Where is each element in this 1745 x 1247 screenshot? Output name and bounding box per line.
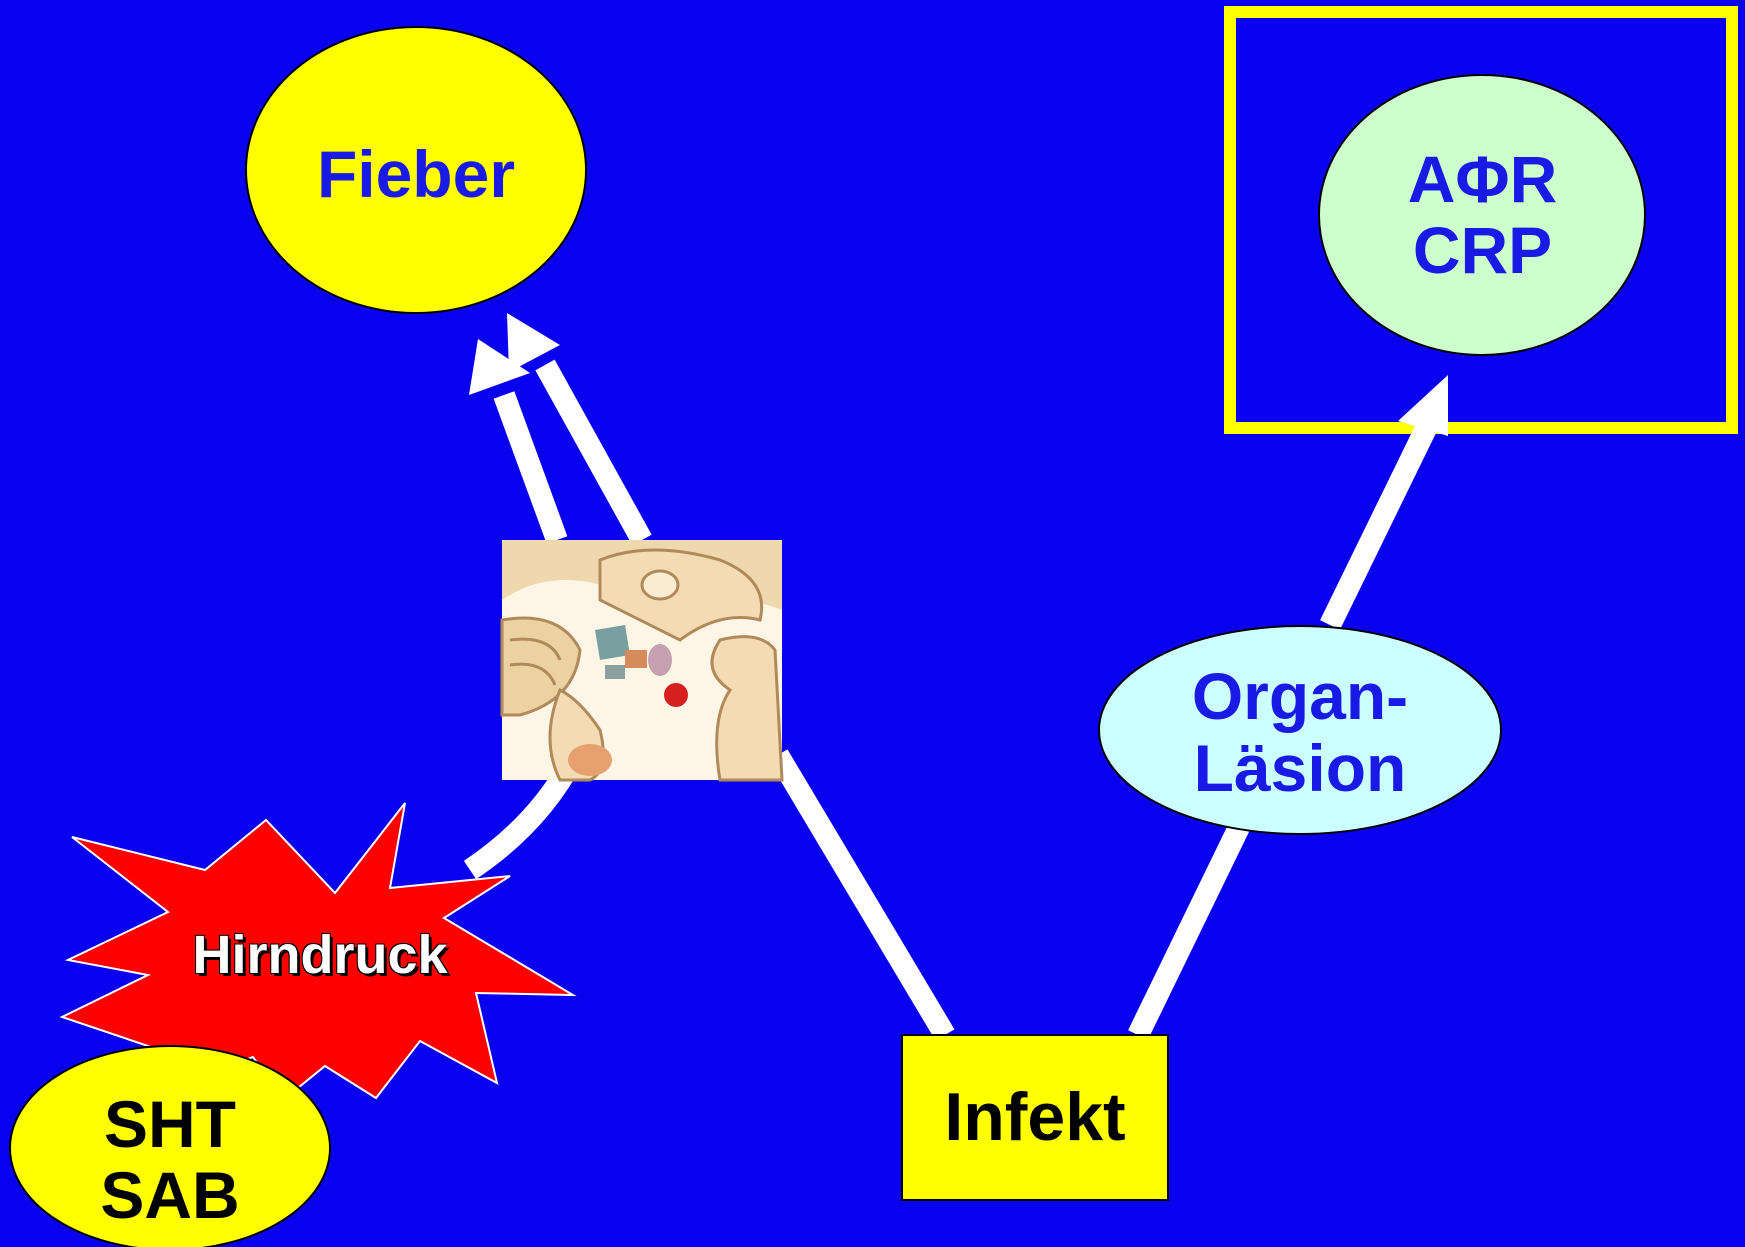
afr-text: AΦR	[1408, 144, 1558, 215]
organ-lasion-label: Organ- Läsion	[1100, 645, 1500, 820]
crp-text: CRP	[1413, 215, 1552, 286]
sab-text: SAB	[100, 1160, 239, 1231]
fieber-label: Fieber	[246, 120, 586, 230]
arrow-organ-to-afr	[1330, 410, 1435, 625]
fieber-text: Fieber	[317, 139, 515, 210]
arrow-brain-to-fieber-right	[545, 365, 642, 540]
hirndruck-text: Hirndruck	[192, 926, 447, 984]
infekt-label: Infekt	[902, 1035, 1168, 1200]
line-infekt-to-organ	[1138, 815, 1245, 1035]
hypothalamus-brain-image	[502, 540, 782, 780]
hirndruck-label: Hirndruck	[140, 915, 500, 995]
lasion-text: Läsion	[1194, 733, 1407, 804]
afr-crp-label: AΦR CRP	[1320, 125, 1645, 305]
sht-sab-label: SHT SAB	[10, 1085, 330, 1235]
line-infekt-to-brain	[778, 755, 945, 1035]
infekt-text: Infekt	[944, 1081, 1125, 1154]
arrow-brain-to-fieber-left	[504, 395, 557, 540]
sht-text: SHT	[104, 1089, 236, 1160]
organ-text: Organ-	[1192, 661, 1408, 732]
